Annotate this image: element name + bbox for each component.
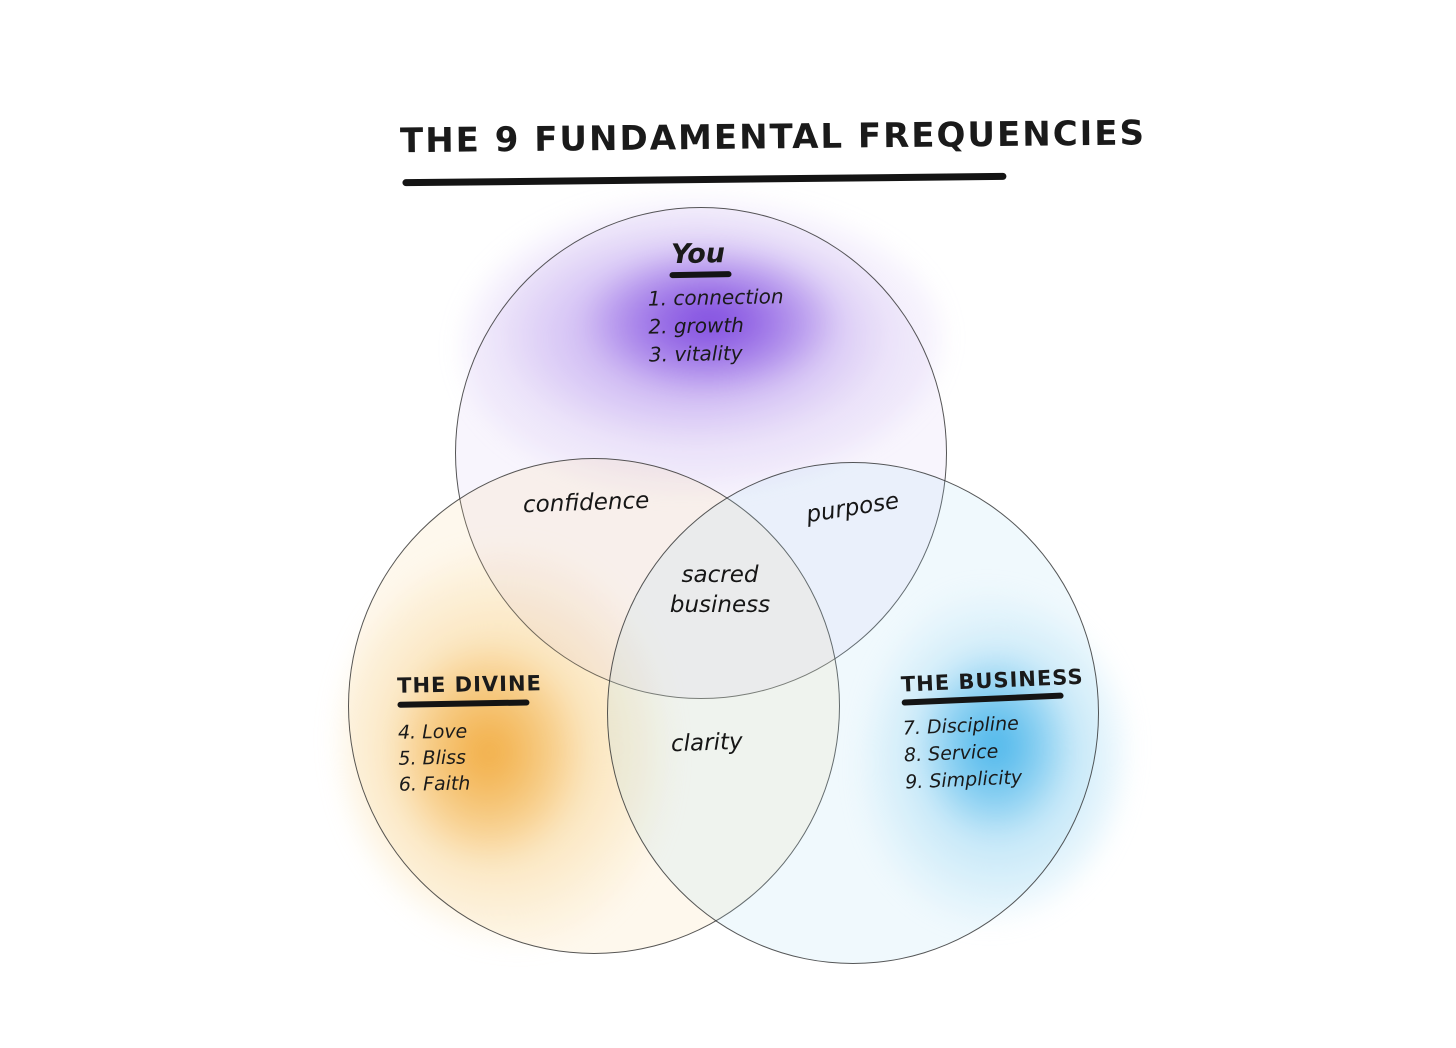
- business-circle-outline: [607, 462, 1099, 964]
- divine-label: THE DIVINE: [396, 671, 543, 698]
- you-items-list: 1. connection 2. growth 3. vitality: [648, 281, 829, 368]
- you-label-group: You 1. connection 2. growth 3. vitality: [647, 236, 829, 368]
- divine-items-list: 4. Love 5. Bliss 6. Faith: [398, 716, 599, 797]
- list-item-vitality: 3. vitality: [648, 340, 743, 367]
- list-item-love: 4. Love: [397, 720, 468, 744]
- sacred-business-label: sacred business: [669, 562, 771, 618]
- diagram-title-text: THE 9 FUNDAMENTAL FREQUENCIES: [399, 113, 1147, 162]
- you-label: You: [670, 238, 726, 271]
- divine-label-group: THE DIVINE 4. Love 5. Bliss 6. Faith: [397, 670, 599, 797]
- business-items-list: 7. Discipline 8. Service 9. Simplicity: [902, 706, 1115, 796]
- divine-underline: [397, 699, 530, 708]
- diagram-title: THE 9 FUNDAMENTAL FREQUENCIES: [399, 113, 1147, 187]
- confidence-label: confidence: [522, 487, 650, 519]
- list-item-growth: 2. growth: [648, 312, 745, 339]
- clarity-label: clarity: [670, 728, 744, 758]
- list-item-bliss: 5. Bliss: [398, 746, 467, 770]
- list-item-faith: 6. Faith: [398, 772, 471, 796]
- you-underline: [669, 271, 732, 279]
- title-underline: [402, 172, 1007, 187]
- list-item-connection: 1. connection: [647, 284, 784, 311]
- business-label-group: THE BUSINESS 7. Discipline 8. Service 9.…: [900, 663, 1115, 796]
